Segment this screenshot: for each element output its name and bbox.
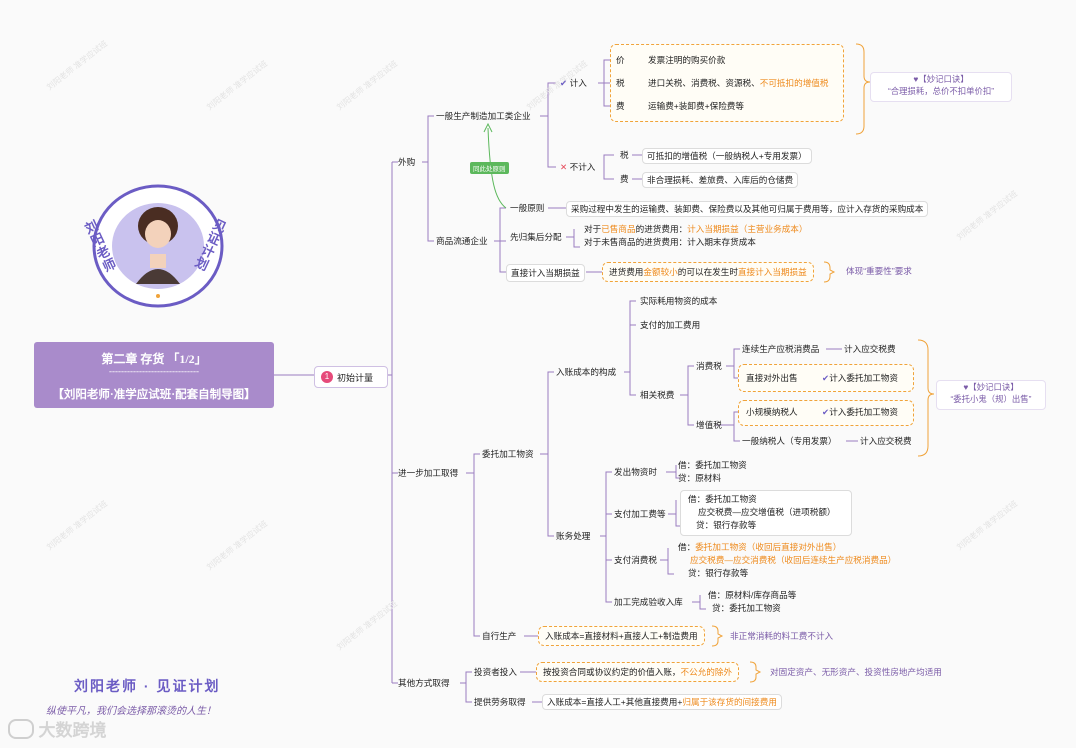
tip-box-process: ♥【妙记口诀】 “委托小鬼（规）出售” bbox=[936, 380, 1046, 410]
acct-cons-tax: 应交税费—应交消费税（收回后连续生产应税消费品） bbox=[690, 555, 897, 565]
val-price: 发票注明的购买价款 bbox=[648, 55, 726, 65]
key-ex-fee: 费 bbox=[620, 174, 629, 184]
check-icon: ✔ bbox=[822, 373, 830, 383]
title-line-3: 【刘阳老师·准学应试班·配套自制导图】 bbox=[52, 389, 256, 401]
acct-cons-dr: 借：委托加工物资（收回后直接对外出售） bbox=[678, 542, 842, 552]
cost-item-1: 实际耗用物资的成本 bbox=[640, 296, 718, 306]
include-box bbox=[610, 44, 844, 122]
self-note: 非正常消耗的料工费不计入 bbox=[730, 631, 834, 641]
val-tax: 进口关税、消费税、资源税、不可抵扣的增值税 bbox=[648, 78, 829, 88]
self-text: 入账成本=直接材料+直接人工+制造费用 bbox=[538, 626, 705, 646]
tip-title: ♥【妙记口诀】 bbox=[913, 74, 969, 84]
service-text: 入账成本=直接人工+其他直接费用+归属于该存货的间接费用 bbox=[542, 694, 782, 710]
val-fee: 运输费+装卸费+保险费等 bbox=[648, 101, 744, 111]
acct-cons: 支付消费税 bbox=[614, 555, 657, 565]
cons-sell-box bbox=[738, 364, 914, 392]
heart-icon: ♥ bbox=[963, 382, 969, 392]
tip-title: ♥【妙记口诀】 bbox=[963, 382, 1019, 392]
key-fee: 费 bbox=[616, 101, 625, 111]
branch-purchase: 外购 bbox=[398, 157, 416, 167]
vat-general-result: 计入应交税费 bbox=[860, 436, 912, 446]
node-collect: 先归集后分配 bbox=[510, 232, 562, 242]
acct-issue: 发出物资时 bbox=[614, 467, 657, 477]
key-tax: 税 bbox=[616, 78, 625, 88]
node-mfg: 一般生产制造加工类企业 bbox=[436, 111, 531, 121]
branch-process: 进一步加工取得 bbox=[398, 468, 459, 478]
tip-text: “委托小鬼（规）出售” bbox=[950, 394, 1032, 404]
node-include: ✔ 计入 bbox=[560, 78, 587, 88]
acct-fee-cr: 贷：银行存款等 bbox=[696, 520, 757, 530]
acct-issue-dr: 借：委托加工物资 bbox=[678, 460, 747, 470]
node-exclude: ✕ 不计入 bbox=[560, 162, 596, 172]
cost-item-3: 相关税费 bbox=[640, 390, 675, 400]
avatar: 刘阳老师 见证计划 bbox=[82, 184, 229, 308]
chapter-title: 第二章 存货 「1/2」 ---------------------------… bbox=[34, 342, 274, 408]
invest-text: 按投资合同或协议约定的价值入账，不公允的除外 bbox=[536, 662, 740, 682]
node-vat: 增值税 bbox=[696, 420, 722, 430]
root-number: 1 bbox=[321, 371, 333, 383]
collect-sold: 对于已售商品的进货费用：计入当期损益（主营业务成本） bbox=[584, 224, 808, 234]
acct-cons-cr: 贷：银行存款等 bbox=[688, 568, 749, 578]
acct-store-dr: 借：原材料/库存商品等 bbox=[708, 590, 797, 600]
val-ex-tax: 可抵扣的增值税（一般纳税人+专用发票） bbox=[642, 148, 812, 164]
check-icon: ✔ bbox=[822, 407, 830, 417]
vat-small: 小规模纳税人 bbox=[746, 407, 798, 417]
cons-sell-result: ✔计入委托加工物资 bbox=[822, 373, 898, 383]
general-text: 采购过程中发生的运输费、装卸费、保险费以及其他可归属于费用等，应计入存货的采购成… bbox=[566, 201, 929, 217]
cons-continue: 连续生产应税消费品 bbox=[742, 344, 820, 354]
node-service: 提供劳务取得 bbox=[474, 697, 526, 707]
check-icon: ✔ bbox=[560, 78, 568, 88]
node-consumption: 消费税 bbox=[696, 361, 722, 371]
acct-fee-tax: 应交税费—应交增值税（进项税额） bbox=[698, 507, 836, 517]
acct-fee-dr: 借：委托加工物资 bbox=[688, 494, 757, 504]
acct-fee: 支付加工费等 bbox=[614, 509, 666, 519]
tip-box-purchase: ♥【妙记口诀】 “合理损耗，总价不扣单价扣” bbox=[870, 72, 1012, 102]
cost-item-2: 支付的加工费用 bbox=[640, 320, 701, 330]
logo-icon bbox=[8, 718, 34, 739]
node-cost: 入账成本的构成 bbox=[556, 367, 617, 377]
tip-text: “合理损耗，总价不扣单价扣” bbox=[887, 86, 995, 96]
direct-text: 进货费用金额较小的可以在发生时直接计入当期损益 bbox=[602, 262, 814, 282]
footer-logo: 大数跨境 bbox=[8, 716, 106, 740]
footer-slogan: 纵使平凡，我们会选择那滚烫的人生！ bbox=[46, 706, 216, 717]
vat-small-result: ✔计入委托加工物资 bbox=[822, 407, 898, 417]
heart-icon: ♥ bbox=[913, 74, 919, 84]
badge-same-principle: 同此处原则 bbox=[470, 162, 509, 174]
root-label: 初始计量 bbox=[337, 373, 374, 383]
cons-continue-result: 计入应交税费 bbox=[844, 344, 896, 354]
node-invest: 投资者投入 bbox=[474, 667, 517, 677]
acct-store: 加工完成验收入库 bbox=[614, 597, 683, 607]
footer-brand: 刘阳老师 · 见证计划 bbox=[74, 678, 221, 694]
root-node: 1 初始计量 bbox=[314, 366, 388, 388]
key-ex-tax: 税 bbox=[620, 150, 629, 160]
node-entrust: 委托加工物资 bbox=[482, 449, 534, 459]
cross-icon: ✕ bbox=[560, 162, 568, 172]
branch-other: 其他方式取得 bbox=[398, 678, 450, 688]
node-general: 一般原则 bbox=[510, 203, 545, 213]
node-account: 账务处理 bbox=[556, 531, 591, 541]
vat-general: 一般纳税人（专用发票） bbox=[742, 436, 837, 446]
title-line-1: 第二章 存货 「1/2」 bbox=[101, 352, 207, 366]
node-trade: 商品流通企业 bbox=[436, 236, 488, 246]
node-self: 自行生产 bbox=[482, 631, 517, 641]
vat-small-box bbox=[738, 400, 914, 426]
acct-fee-box bbox=[680, 490, 852, 536]
direct-note: 体现“重要性”要求 bbox=[846, 266, 912, 276]
logo-text: 大数跨境 bbox=[38, 721, 107, 740]
acct-issue-cr: 贷：原材料 bbox=[678, 473, 721, 483]
val-ex-fee: 非合理损耗、差旅费、入库后的仓储费 bbox=[642, 172, 799, 188]
node-direct: 直接计入当期损益 bbox=[506, 264, 585, 282]
invest-note: 对固定资产、无形资产、投资性房地产均适用 bbox=[770, 667, 942, 677]
collect-unsold: 对于未售商品的进货费用：计入期末存货成本 bbox=[584, 237, 756, 247]
key-price: 价 bbox=[616, 55, 625, 65]
cons-sell: 直接对外出售 bbox=[746, 373, 798, 383]
acct-store-cr: 贷：委托加工物资 bbox=[712, 603, 781, 613]
title-line-2: ------------------------------ bbox=[109, 366, 199, 376]
